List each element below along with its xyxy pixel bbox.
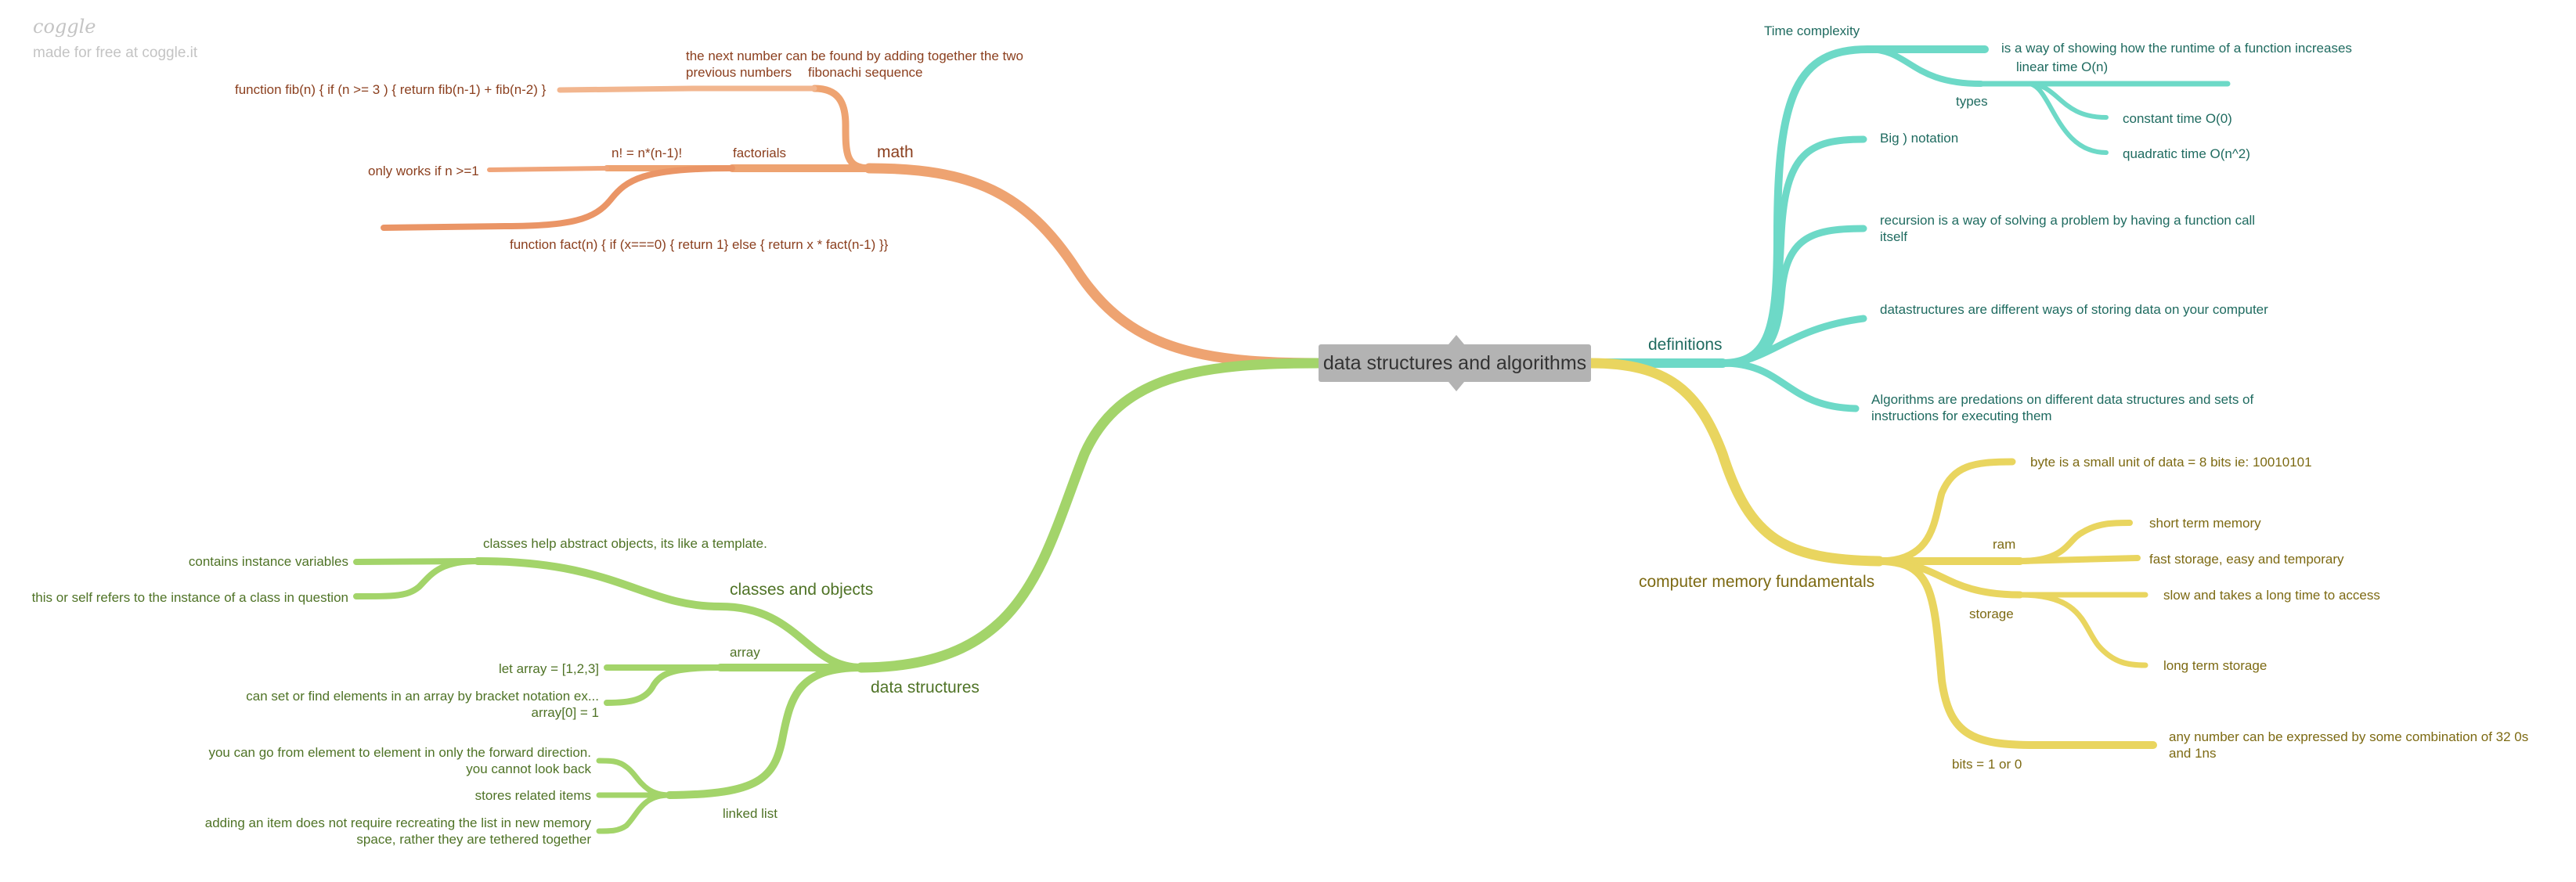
node-time-complexity-description[interactable]: is a way of showing how the runtime of a… xyxy=(2001,41,2352,56)
node-long-term-storage[interactable]: long term storage xyxy=(2163,658,2268,673)
node-quadratic-time[interactable]: quadratic time O(n^2) xyxy=(2123,146,2250,161)
node-definitions[interactable]: definitions xyxy=(1648,336,1723,354)
node-algorithms-definition[interactable]: Algorithms are predations on different d… xyxy=(1871,392,2254,423)
node-fibonacci-code[interactable]: function fib(n) { if (n >= 3 ) { return … xyxy=(235,82,547,97)
branch-ram-short xyxy=(2017,520,2133,564)
branch-ram-fast xyxy=(2017,555,2141,564)
node-math[interactable]: math xyxy=(877,143,914,161)
node-ram[interactable]: ram xyxy=(1993,537,2016,552)
node-linked-list-forward[interactable]: you can go from element to element in on… xyxy=(208,745,591,776)
node-slow-storage[interactable]: slow and takes a long time to access xyxy=(2163,588,2380,603)
node-datastructures-definition[interactable]: datastructures are different ways of sto… xyxy=(1880,302,2268,317)
coggle-logo[interactable]: coggle xyxy=(33,16,96,38)
branch-types-quadratic xyxy=(2026,81,2109,155)
node-types[interactable]: types xyxy=(1956,94,1988,109)
branch-root-datastructures xyxy=(856,358,1324,673)
node-bits[interactable]: bits = 1 or 0 xyxy=(1952,757,2022,772)
node-big-o-notation[interactable]: Big ) notation xyxy=(1880,131,1959,146)
branch-ds-classes xyxy=(474,557,865,671)
root-collapse-arrow-down-icon[interactable] xyxy=(1449,382,1464,391)
branch-linkedlist-adding xyxy=(596,792,673,834)
node-array-bracket-notation[interactable]: can set or find elements in an array by … xyxy=(246,689,599,720)
node-recursion[interactable]: recursion is a way of solving a problem … xyxy=(1880,213,2256,244)
node-fibonacci[interactable]: fibonachi sequence xyxy=(808,65,923,80)
branch-ds-linkedlist xyxy=(666,664,865,799)
node-bits-description[interactable]: any number can be expressed by some comb… xyxy=(2169,729,2529,761)
node-storage[interactable]: storage xyxy=(1969,607,2014,621)
branch-formula-note xyxy=(487,166,609,172)
node-factorial-formula[interactable]: n! = n*(n-1)! xyxy=(612,146,683,160)
node-fast-storage[interactable]: fast storage, easy and temporary xyxy=(2149,552,2344,567)
branch-array-bracket xyxy=(604,664,723,706)
root-node[interactable]: data structures and algorithms xyxy=(1319,344,1591,382)
branch-definitions-recursion xyxy=(1719,225,1867,367)
root-collapse-arrow-up-icon[interactable] xyxy=(1449,335,1464,344)
node-linked-list[interactable]: linked list xyxy=(723,806,777,821)
branch-definitions-algorithms xyxy=(1719,359,1860,412)
node-computer-memory[interactable]: computer memory fundamentals xyxy=(1639,573,1875,591)
node-linked-list-adding[interactable]: adding an item does not require recreati… xyxy=(204,815,591,847)
node-array-let[interactable]: let array = [1,2,3] xyxy=(498,661,599,676)
node-fibonacci-explanation[interactable]: the next number can be found by adding t… xyxy=(686,49,1023,80)
branch-time-types xyxy=(1864,46,1984,87)
node-constant-time[interactable]: constant time O(0) xyxy=(2123,111,2232,126)
node-classes-and-objects[interactable]: classes and objects xyxy=(730,581,874,599)
branch-root-math xyxy=(864,163,1324,369)
branch-math-fibonacci xyxy=(810,85,873,172)
branch-fibonacci-code xyxy=(557,85,817,93)
node-byte[interactable]: byte is a small unit of data = 8 bits ie… xyxy=(2030,455,2312,470)
node-factorials[interactable]: factorials xyxy=(733,146,787,160)
node-self-reference[interactable]: this or self refers to the instance of a… xyxy=(31,590,348,605)
node-array[interactable]: array xyxy=(730,645,760,660)
node-classes-description[interactable]: classes help abstract objects, its like … xyxy=(483,536,767,551)
branch-storage-long xyxy=(2017,592,2148,668)
node-short-term-memory[interactable]: short term memory xyxy=(2149,516,2261,531)
brand: coggle made for free at coggle.it xyxy=(33,16,197,63)
node-linked-list-stores[interactable]: stores related items xyxy=(474,788,591,803)
branch-factorials-code xyxy=(381,165,735,231)
node-instance-variables[interactable]: contains instance variables xyxy=(188,554,348,569)
brand-tagline[interactable]: made for free at coggle.it xyxy=(33,45,198,61)
branch-memory-byte xyxy=(1875,458,2016,565)
branch-linkedlist-forward xyxy=(596,758,673,798)
branch-root-memory xyxy=(1586,358,1885,567)
node-factorial-note[interactable]: only works if n >=1 xyxy=(368,164,479,178)
branch-memory-bits xyxy=(1875,557,2157,749)
node-data-structures[interactable]: data structures xyxy=(871,679,980,697)
node-linear-time[interactable]: linear time O(n) xyxy=(2016,59,2109,74)
node-factorial-code[interactable]: function fact(n) { if (x===0) { return 1… xyxy=(510,237,889,252)
branch-classes-self xyxy=(353,558,481,599)
node-time-complexity[interactable]: Time complexity xyxy=(1764,23,1860,38)
